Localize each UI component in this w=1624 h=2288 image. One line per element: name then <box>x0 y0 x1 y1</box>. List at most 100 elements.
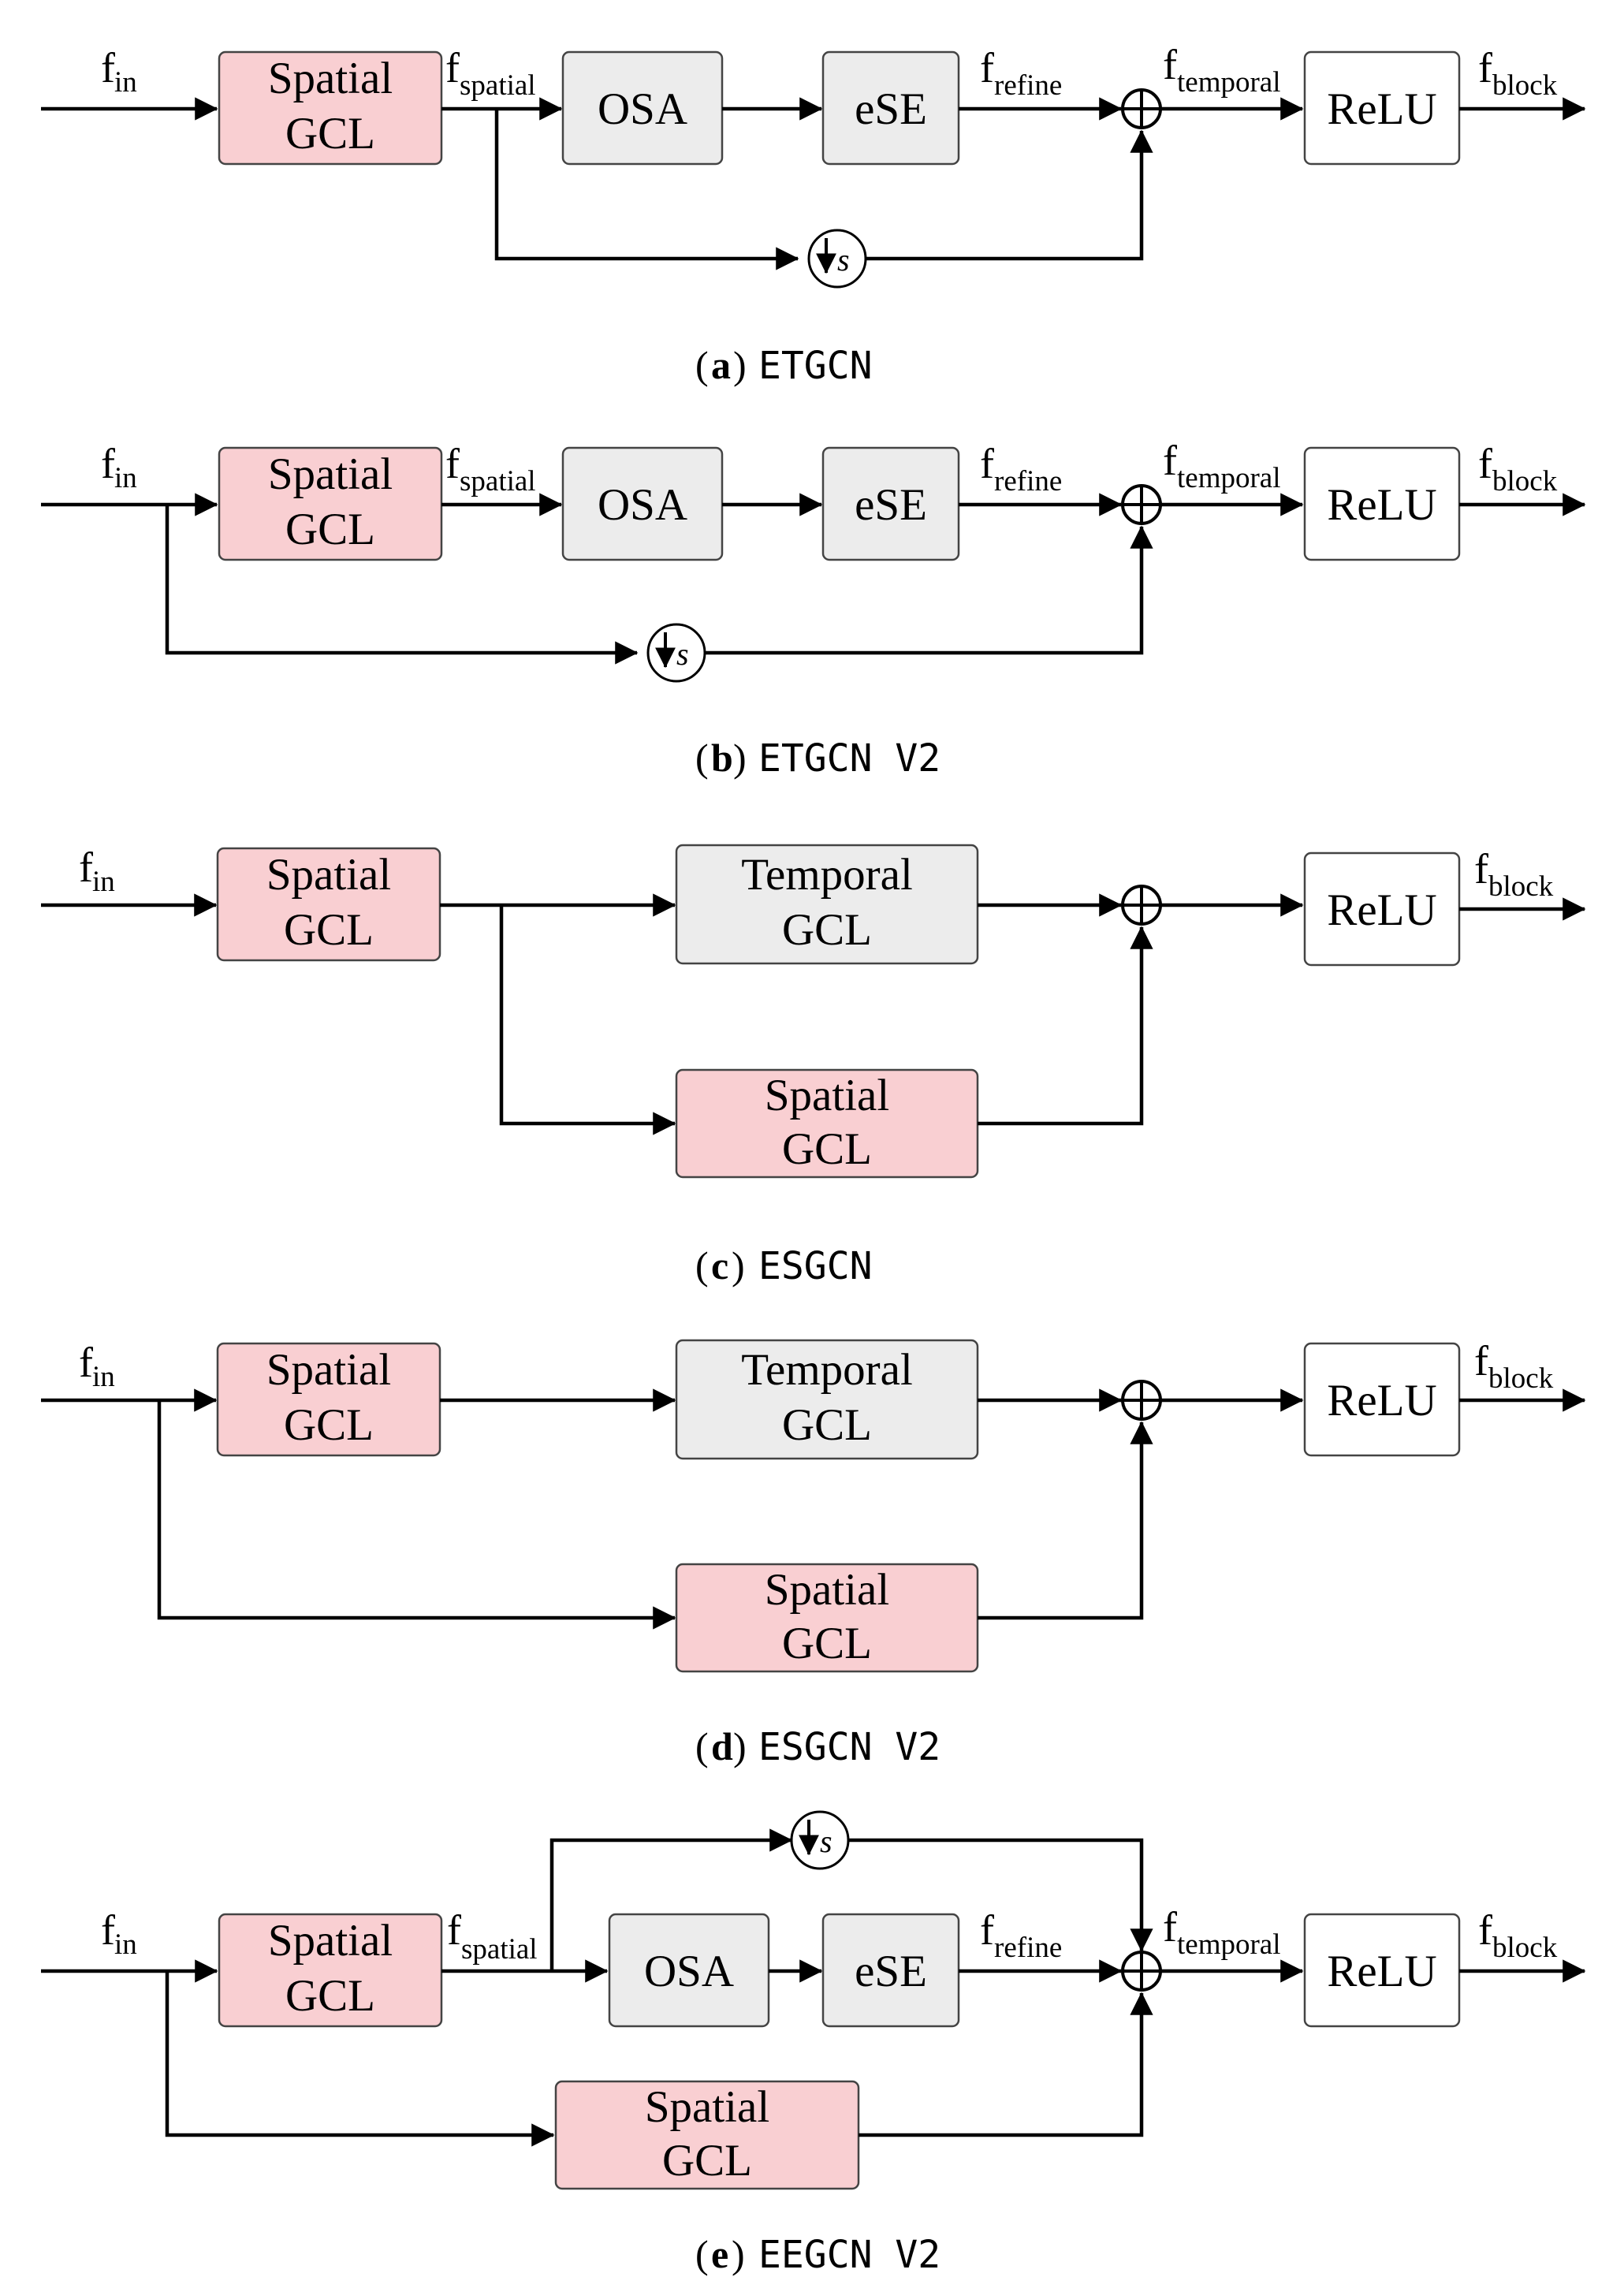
svg-text:refine: refine <box>994 465 1062 497</box>
box-label: ReLU <box>1327 1947 1436 1996</box>
svg-text:f: f <box>79 844 93 891</box>
box-label: GCL <box>782 1124 872 1174</box>
svg-text:): ) <box>732 2232 745 2276</box>
f-temporal-label: f temporal <box>1163 437 1281 494</box>
downsample-icon: s <box>646 623 706 683</box>
caption-b: ( b ) ETGCN V2 <box>695 736 941 781</box>
svg-text:f: f <box>445 440 460 487</box>
box-label: eSE <box>855 480 927 530</box>
svg-text:s: s <box>820 1824 832 1859</box>
f-refine-label: f refine <box>980 44 1062 102</box>
skip-wire <box>866 129 1153 261</box>
box-label: Spatial <box>765 1071 889 1120</box>
f-block-label: f block <box>1478 1906 1558 1964</box>
caption-e: ( e ) EEGCN V2 <box>695 2232 941 2277</box>
svg-text:in: in <box>114 1928 137 1961</box>
box-label: OSA <box>598 84 687 134</box>
svg-text:f: f <box>445 44 460 91</box>
sum-icon <box>1121 1951 1162 1992</box>
svg-text:spatial: spatial <box>460 465 536 497</box>
box-label: GCL <box>285 1971 375 2021</box>
caption-d: ( d ) ESGCN V2 <box>695 1724 941 1769</box>
svg-text:ESGCN: ESGCN <box>758 1244 873 1288</box>
svg-text:block: block <box>1488 870 1554 903</box>
svg-text:(: ( <box>695 2232 709 2276</box>
box-label: GCL <box>285 505 375 554</box>
diagram-e-eegcn-v2: f in Spatial GCL f spatial OSA eSE f ref… <box>41 1810 1586 2277</box>
svg-text:temporal: temporal <box>1177 462 1281 494</box>
svg-text:in: in <box>114 462 137 494</box>
svg-text:(: ( <box>695 736 709 780</box>
box-label: Spatial <box>268 449 393 499</box>
svg-text:in: in <box>114 66 137 99</box>
svg-text:f: f <box>1474 1337 1488 1384</box>
svg-text:f: f <box>1478 1906 1492 1954</box>
box-label: Spatial <box>268 1916 393 1966</box>
branch-wire <box>499 905 676 1135</box>
svg-text:c: c <box>711 1243 728 1287</box>
svg-text:d: d <box>711 1724 733 1768</box>
svg-text:ETGCN: ETGCN <box>758 344 873 388</box>
box-label: GCL <box>285 109 375 158</box>
f-in-label: f in <box>101 44 137 99</box>
svg-text:f: f <box>447 1906 461 1954</box>
svg-text:temporal: temporal <box>1177 1928 1281 1961</box>
f-in-label: f in <box>79 1339 115 1393</box>
f-in-label: f in <box>101 1906 137 1961</box>
box-label: ReLU <box>1327 885 1436 935</box>
skip-wire <box>494 109 799 270</box>
svg-text:ESGCN V2: ESGCN V2 <box>758 1725 941 1769</box>
svg-text:block: block <box>1492 465 1558 497</box>
svg-text:EEGCN V2: EEGCN V2 <box>758 2233 941 2277</box>
skip-wire <box>165 505 639 665</box>
box-label: Spatial <box>266 1345 391 1395</box>
f-block-label: f block <box>1478 44 1558 102</box>
svg-text:a: a <box>711 343 731 387</box>
svg-text:): ) <box>733 343 747 387</box>
svg-text:ETGCN V2: ETGCN V2 <box>758 736 941 781</box>
box-label: Spatial <box>645 2082 769 2132</box>
svg-text:b: b <box>711 736 733 780</box>
box-label: OSA <box>598 480 687 530</box>
box-label: eSE <box>855 1947 927 1996</box>
f-in-label: f in <box>79 844 115 898</box>
box-label: ReLU <box>1327 84 1436 134</box>
downsample-icon: s <box>807 229 867 289</box>
svg-text:f: f <box>101 44 115 91</box>
box-label: ReLU <box>1327 1376 1436 1425</box>
svg-text:f: f <box>1163 1903 1177 1951</box>
box-label: GCL <box>284 1400 374 1450</box>
svg-text:s: s <box>837 242 850 278</box>
box-label: GCL <box>782 905 872 955</box>
svg-text:block: block <box>1488 1362 1554 1395</box>
downsample-icon: s <box>790 1810 850 1870</box>
svg-text:(: ( <box>695 1243 709 1287</box>
diagram-a-etgcn: f in Spatial GCL f spatial OSA eSE f ref… <box>41 41 1586 388</box>
diagram-b-etgcn-v2: f in Spatial GCL f spatial OSA eSE f ref… <box>41 437 1586 781</box>
f-spatial-label: f spatial <box>445 44 536 102</box>
svg-text:spatial: spatial <box>461 1933 538 1966</box>
box-label: ReLU <box>1327 480 1436 530</box>
f-temporal-label: f temporal <box>1163 41 1281 99</box>
f-spatial-label: f spatial <box>447 1906 538 1966</box>
f-spatial-label: f spatial <box>445 440 536 497</box>
box-label: Spatial <box>765 1565 889 1615</box>
svg-text:(: ( <box>695 343 709 387</box>
svg-text:f: f <box>1163 437 1177 484</box>
svg-text:spatial: spatial <box>460 69 536 102</box>
skip-wire <box>705 525 1153 655</box>
box-label: OSA <box>644 1947 734 1996</box>
box-label: GCL <box>662 2136 752 2186</box>
svg-text:f: f <box>101 440 115 487</box>
branch-wire <box>157 1400 676 1630</box>
sum-icon <box>1121 1380 1162 1421</box>
svg-text:f: f <box>1163 41 1177 88</box>
svg-text:refine: refine <box>994 1932 1062 1964</box>
svg-text:f: f <box>980 1906 994 1954</box>
box-label: GCL <box>284 905 374 955</box>
f-refine-label: f refine <box>980 1906 1062 1964</box>
caption-a: ( a ) ETGCN <box>695 343 873 388</box>
box-label: Spatial <box>266 850 391 900</box>
svg-text:f: f <box>1474 845 1488 892</box>
svg-text:block: block <box>1492 69 1558 102</box>
